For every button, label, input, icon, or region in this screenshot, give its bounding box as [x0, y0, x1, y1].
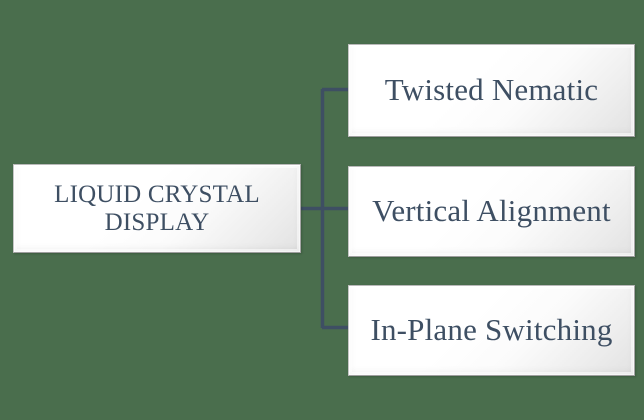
node-twisted-nematic: Twisted Nematic [348, 44, 635, 137]
node-label-twisted-nematic: Twisted Nematic [384, 72, 599, 108]
node-label-in-plane-switching: In-Plane Switching [370, 312, 613, 348]
node-vertical-alignment: Vertical Alignment [348, 166, 635, 257]
node-liquid-crystal-display: LIQUID CRYSTAL DISPLAY [13, 164, 301, 253]
node-label-root: LIQUID CRYSTAL DISPLAY [54, 180, 260, 236]
node-in-plane-switching: In-Plane Switching [348, 285, 635, 376]
node-label-vertical-alignment: Vertical Alignment [372, 193, 611, 229]
